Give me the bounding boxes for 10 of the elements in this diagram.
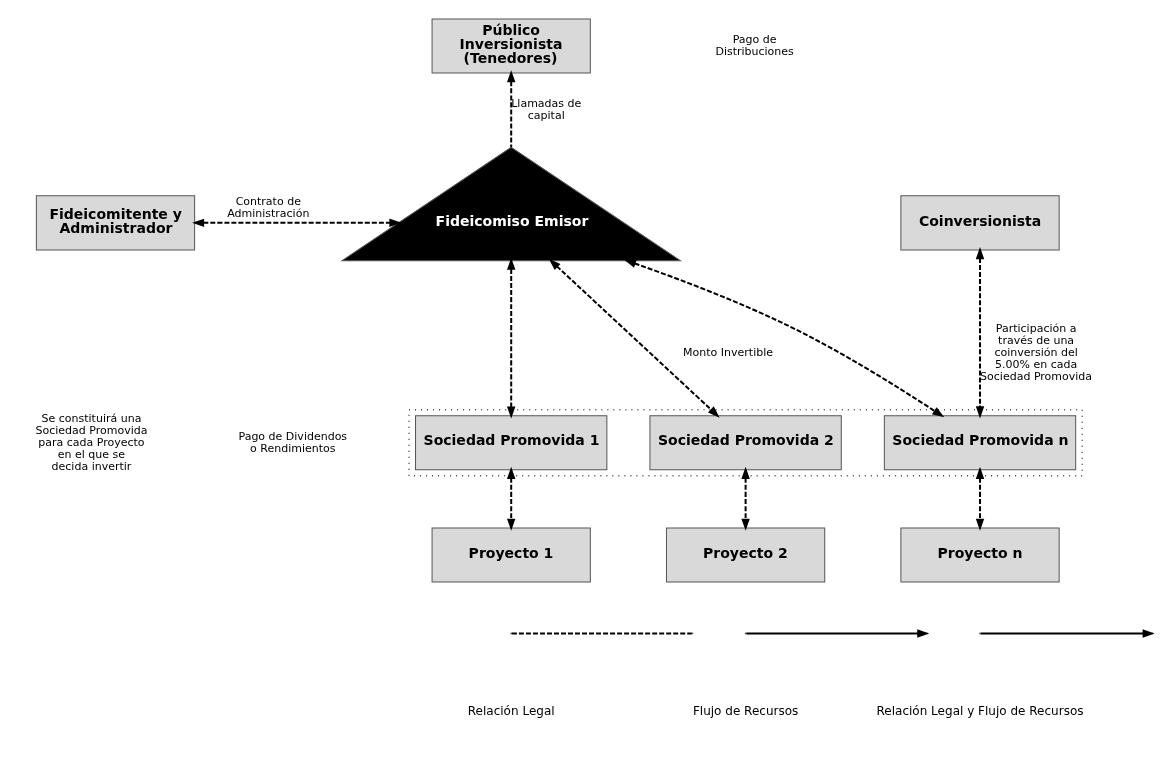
- label: Pago de Dividendos o Rendimientos: [238, 429, 348, 455]
- label: Pago de Distribuciones: [715, 32, 794, 58]
- legend-label: Flujo de Recursos: [692, 703, 799, 718]
- legend-label: Relación Legal y Flujo de Recursos: [876, 703, 1084, 718]
- legend-label: Relación Legal: [467, 703, 555, 718]
- edge-label: Llamadas de capital: [511, 96, 582, 122]
- edge-label: Monto Invertible: [683, 345, 774, 359]
- label: Se constituirá una Sociedad Promovida para cada Proyecto en el que se decida invertir: [35, 411, 148, 473]
- edge-label: Participación a través de una coinversión del 5.00% en cada Sociedad Promovida: [980, 321, 1093, 383]
- edge-label: Contrato de Administración: [227, 194, 310, 220]
